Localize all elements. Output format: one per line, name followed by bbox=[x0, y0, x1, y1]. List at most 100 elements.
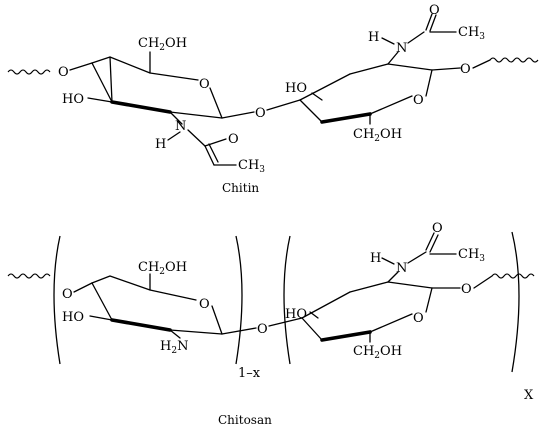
chitosan-bond bbox=[387, 271, 399, 283]
chitosan-bond bbox=[268, 317, 303, 327]
chitin-structure: O O CH2OH HO N H O CH3 O bbox=[7, 3, 539, 195]
chitin-bond bbox=[299, 73, 351, 101]
chitin-bond bbox=[429, 14, 437, 32]
chitin-bond bbox=[208, 143, 219, 163]
chitin-bond bbox=[109, 56, 113, 103]
chitin-bond bbox=[169, 111, 223, 119]
chitosan-bond bbox=[387, 281, 433, 289]
chitosan-ring2-o-label: O bbox=[413, 311, 424, 326]
chitin-bond bbox=[311, 92, 323, 101]
chitin-bond bbox=[204, 138, 227, 147]
chitosan-glycosidic-o-label: O bbox=[257, 322, 268, 337]
chitosan-bond bbox=[169, 329, 223, 335]
chitosan-bond bbox=[369, 313, 413, 333]
chitin-ring2-ch3-label: CH3 bbox=[458, 25, 485, 42]
chitosan-left-paren-1 bbox=[53, 235, 61, 365]
chitin-bond bbox=[266, 99, 301, 111]
chitin-right-chain-end bbox=[489, 57, 539, 63]
chitosan-left-o-label: O bbox=[62, 287, 73, 302]
chitosan-bond bbox=[221, 327, 257, 335]
chitin-ring1-h-label: H bbox=[155, 137, 166, 152]
chitin-bond bbox=[387, 51, 399, 65]
chitin-ring2-carbonyl-o-label: O bbox=[429, 3, 440, 18]
chitosan-ring2-ho-label: HO bbox=[285, 307, 307, 322]
chitosan-structure: O O CH2OH HO H2N 1–x O O bbox=[7, 221, 535, 427]
chitosan-bond bbox=[91, 282, 113, 321]
chitin-ring1-ch2oh-label: CH2OH bbox=[138, 36, 187, 53]
chitin-left-chain-end bbox=[7, 69, 51, 75]
chitin-bond bbox=[91, 62, 113, 103]
chitosan-ring2-ch2oh-label: CH2OH bbox=[353, 344, 402, 361]
chitosan-right-paren-2 bbox=[511, 231, 520, 373]
chitosan-ring1-o-label: O bbox=[199, 297, 210, 312]
chitin-glycosidic-o-label: O bbox=[255, 106, 266, 121]
chitin-bond bbox=[169, 111, 183, 125]
chitosan-bond bbox=[211, 305, 223, 335]
chitin-bond bbox=[425, 69, 433, 97]
chitin-bond bbox=[204, 145, 215, 166]
chitin-bond bbox=[425, 13, 433, 31]
chitosan-bond bbox=[169, 329, 181, 339]
chitosan-bond-wedge bbox=[110, 318, 172, 332]
chitosan-subscript-left: 1–x bbox=[238, 366, 261, 381]
chitin-ring1-carbonyl-o-label: O bbox=[228, 132, 239, 147]
chitosan-caption: Chitosan bbox=[218, 413, 272, 427]
chitin-bond bbox=[87, 97, 113, 103]
chitin-ring1-ch3-label: CH3 bbox=[238, 158, 265, 175]
chitosan-subscript-right: X bbox=[524, 388, 534, 403]
chitin-right-o-label: O bbox=[460, 62, 471, 77]
chitin-bond bbox=[369, 95, 413, 115]
chitin-ring1-n-label: N bbox=[175, 119, 186, 134]
chitosan-right-chain-end bbox=[491, 273, 535, 279]
chitin-ring2-h-label: H bbox=[368, 30, 379, 45]
chitin-bond bbox=[187, 129, 206, 147]
chitosan-bond bbox=[429, 234, 439, 253]
chitin-ring2-o-label: O bbox=[413, 93, 424, 108]
chitin-ring2-ho-label: HO bbox=[285, 81, 307, 96]
chitin-bond-wedge bbox=[320, 112, 372, 124]
chitin-bond bbox=[472, 59, 491, 69]
chitosan-ring2-ch3-label: CH3 bbox=[458, 247, 485, 264]
chitosan-ring2-n-label: N bbox=[396, 261, 407, 276]
chitin-left-o-label: O bbox=[58, 65, 69, 80]
chitosan-right-o-label: O bbox=[461, 282, 472, 297]
chitin-caption: Chitin bbox=[222, 181, 259, 195]
chitosan-bond-wedge bbox=[320, 330, 372, 342]
chitosan-ring2-h-label: H bbox=[370, 251, 381, 266]
chitin-bond bbox=[431, 67, 461, 71]
chitin-bond bbox=[209, 87, 223, 119]
chitosan-bond bbox=[473, 275, 493, 289]
chitosan-bond bbox=[301, 291, 351, 319]
chitin-ring2-ch2oh-label: CH2OH bbox=[353, 127, 402, 144]
chitin-ring1-ho-label: HO bbox=[62, 92, 84, 107]
chitosan-ring2-carbonyl-o-label: O bbox=[432, 221, 443, 236]
chitosan-right-paren-1 bbox=[235, 235, 243, 365]
chitosan-bond bbox=[425, 232, 435, 251]
chitosan-bond bbox=[301, 317, 323, 341]
chitin-bond bbox=[349, 63, 389, 75]
chitin-bond bbox=[69, 62, 93, 71]
chitosan-ring1 bbox=[91, 275, 197, 301]
chitin-bond bbox=[221, 111, 255, 119]
chitin-bond bbox=[407, 31, 425, 44]
chitosan-bond bbox=[309, 311, 319, 319]
chitosan-bond bbox=[407, 251, 427, 264]
chitosan-ring1-nh2-label: H2N bbox=[160, 339, 188, 356]
chitosan-ring1-ho-label: HO bbox=[62, 310, 84, 325]
chitosan-bond bbox=[381, 257, 395, 265]
chitosan-left-chain-end bbox=[7, 273, 51, 279]
chitin-bond-wedge bbox=[110, 100, 172, 114]
chitosan-bond bbox=[73, 282, 93, 293]
chitin-bond bbox=[167, 131, 181, 141]
chitosan-bond bbox=[89, 315, 113, 321]
chitin-bond bbox=[381, 37, 395, 45]
chitin-ring1-o-label: O bbox=[199, 77, 210, 92]
chitosan-bond bbox=[349, 281, 389, 293]
chitosan-left-paren-2 bbox=[283, 235, 291, 365]
chitin-ring2-n-label: N bbox=[396, 41, 407, 56]
chitosan-bond bbox=[425, 287, 433, 313]
chitin-ring1 bbox=[91, 56, 199, 81]
chitin-bond bbox=[387, 63, 433, 71]
chitosan-ring1-ch2oh-label: CH2OH bbox=[138, 260, 187, 277]
